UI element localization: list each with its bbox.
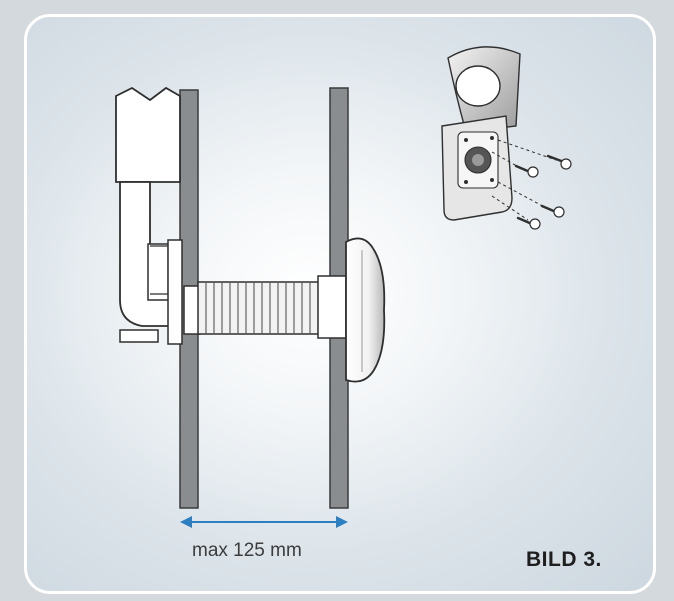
screw-icon	[546, 154, 572, 170]
vent-cap	[345, 237, 386, 383]
corrugated-sleeve	[183, 275, 347, 339]
screw-icon	[540, 204, 565, 218]
duct-elbow	[115, 86, 183, 345]
dimension-label: max 125 mm	[192, 540, 302, 561]
screw-icon	[514, 164, 539, 178]
vent-cover-assembly-icon	[441, 46, 557, 221]
dimension-arrow	[180, 516, 348, 528]
screw-icon	[516, 216, 541, 230]
figure-label: BILD 3.	[526, 548, 602, 571]
